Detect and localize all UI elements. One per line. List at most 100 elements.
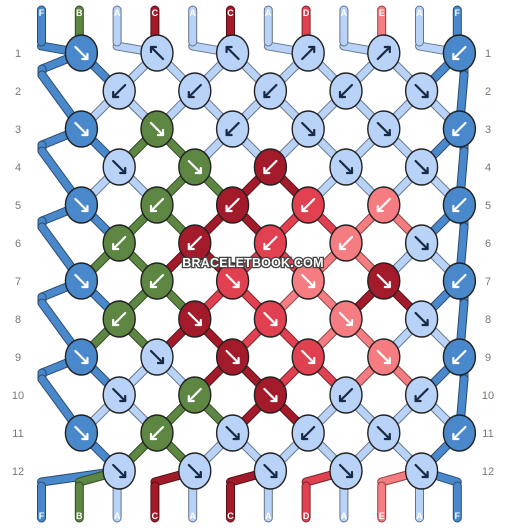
arrow-se-icon <box>187 311 202 327</box>
knot <box>178 300 212 338</box>
knot <box>253 300 288 338</box>
top-strand-A: A <box>112 5 122 47</box>
bottom-strand-B: B <box>74 481 84 523</box>
arrow-sw-icon <box>225 121 240 137</box>
arrow-sw-icon <box>112 83 127 99</box>
arrow-se-icon <box>414 83 429 99</box>
knot <box>404 376 439 414</box>
knot <box>215 186 250 224</box>
knot <box>291 186 325 224</box>
knot <box>329 224 363 262</box>
strand-label: C <box>152 8 159 18</box>
row-number-left: 7 <box>15 276 21 288</box>
arrow-sw-icon <box>263 159 278 175</box>
row-number-right: 6 <box>485 238 491 250</box>
row-number-left: 2 <box>15 86 21 98</box>
arrow-se-icon <box>112 159 127 175</box>
arrow-sw-icon <box>338 387 354 403</box>
row-number-right: 3 <box>485 124 491 136</box>
knot <box>367 262 401 300</box>
arrow-sw-icon <box>452 425 467 441</box>
row-number-right: 5 <box>485 200 491 212</box>
arrow-sw-icon <box>452 273 467 289</box>
knot <box>329 300 363 338</box>
knot <box>178 72 212 110</box>
arrow-se-icon <box>112 387 127 403</box>
row-number-right: 2 <box>485 86 491 98</box>
bottom-strand-A: A <box>339 481 349 523</box>
knot <box>64 34 99 72</box>
knot <box>404 72 439 110</box>
arrow-se-icon <box>74 121 89 137</box>
arrow-se-icon <box>74 45 89 61</box>
arrow-se-icon <box>376 273 391 289</box>
knot <box>253 376 288 414</box>
strand-label: A <box>416 8 423 18</box>
knot-grid <box>64 34 477 490</box>
arrow-se-icon <box>376 349 391 365</box>
bottom-strand-F: F <box>37 481 46 523</box>
knot <box>140 34 174 72</box>
knot <box>291 414 325 452</box>
arrow-se-icon <box>225 425 240 441</box>
knot <box>253 224 288 262</box>
knot <box>367 110 401 148</box>
knot <box>367 338 401 376</box>
arrow-se-icon <box>187 463 202 479</box>
row-number-left: 5 <box>15 200 21 212</box>
knot <box>178 452 212 490</box>
top-strand-A: A <box>188 5 198 47</box>
arrow-se-icon <box>414 463 429 479</box>
watermark: BRACELETBOOK.COM <box>182 256 323 270</box>
knot <box>404 452 439 490</box>
row-number-right: 10 <box>482 390 494 402</box>
row-number-right: 12 <box>482 466 494 478</box>
arrow-sw-icon <box>452 197 467 213</box>
strand-label: F <box>455 511 461 521</box>
knot <box>102 376 136 414</box>
arrow-se-icon <box>112 463 127 479</box>
knot <box>291 338 325 376</box>
arrow-sw-icon <box>149 425 165 441</box>
knot <box>102 300 136 338</box>
row-number-left: 1 <box>15 48 21 60</box>
knot <box>140 338 174 376</box>
arrow-se-icon <box>149 349 165 365</box>
knot <box>64 414 99 452</box>
knot <box>215 110 250 148</box>
arrow-sw-icon <box>338 235 354 251</box>
knot <box>404 148 439 186</box>
knot <box>215 414 250 452</box>
strand-label: D <box>303 8 310 18</box>
knot <box>215 34 250 72</box>
knot <box>329 148 363 186</box>
strand-label: A <box>189 511 196 521</box>
knot <box>140 186 174 224</box>
arrow-se-icon <box>74 425 89 441</box>
arrow-se-icon <box>187 159 202 175</box>
arrow-sw-icon <box>149 273 165 289</box>
arrow-sw-icon <box>112 235 127 251</box>
knot <box>64 110 99 148</box>
strand-label: D <box>303 511 310 521</box>
row-number-right: 9 <box>485 352 491 364</box>
knot <box>102 452 136 490</box>
knot <box>442 262 477 300</box>
knot <box>367 414 401 452</box>
knot <box>64 338 99 376</box>
arrow-se-icon <box>338 159 354 175</box>
arrow-sw-icon <box>187 387 202 403</box>
knot <box>404 300 439 338</box>
row-number-right: 4 <box>485 162 491 174</box>
arrow-sw-icon <box>112 311 127 327</box>
strand-label: A <box>265 511 272 521</box>
strand-label: C <box>227 8 234 18</box>
arrow-se-icon <box>414 159 429 175</box>
strand-label: F <box>39 8 45 18</box>
strand-label: A <box>341 8 348 18</box>
arrow-sw-icon <box>149 197 165 213</box>
arrow-sw-icon <box>187 83 202 99</box>
strand-label: A <box>114 8 121 18</box>
